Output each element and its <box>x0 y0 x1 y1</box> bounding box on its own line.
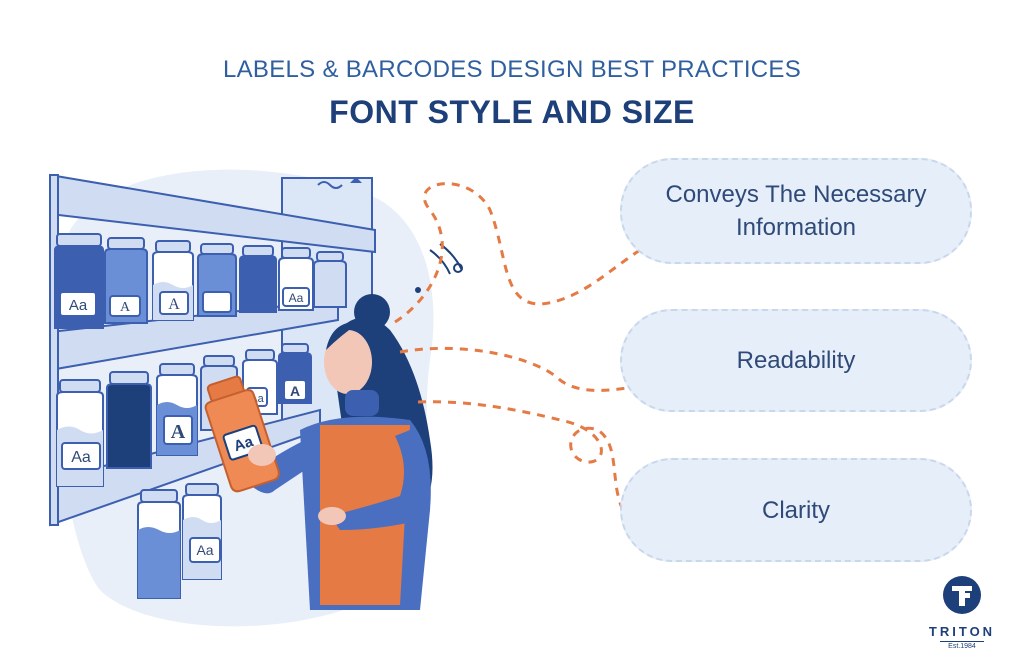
triton-logo-icon <box>943 576 981 614</box>
jar-label: Aa <box>196 542 213 558</box>
point-clarity: Clarity <box>620 458 972 562</box>
jar-row-lower: Aa <box>137 483 222 599</box>
point-label: Readability <box>736 347 856 374</box>
jar <box>197 243 237 317</box>
jar: Aa <box>278 247 314 311</box>
jar-row-top: Aa A A Aa <box>54 233 347 329</box>
point-conveys-information: Conveys The Necessary Information <box>620 158 972 264</box>
jar <box>313 251 347 308</box>
jar-label: Aa <box>71 449 91 466</box>
logo-established: Est.1984 <box>940 641 984 650</box>
woman-figure: Aa <box>204 294 433 610</box>
point-label: Conveys The Necessary Information <box>665 181 927 241</box>
connector-1 <box>394 182 641 324</box>
jar-label: A <box>120 300 131 315</box>
jar: Aa <box>54 233 104 329</box>
jar: Aa <box>56 379 104 487</box>
jar: A <box>104 237 148 324</box>
shelf-upright <box>49 174 59 526</box>
jar-label: Aa <box>289 291 304 305</box>
connector-3 <box>417 400 624 509</box>
jar-label: A <box>168 296 180 313</box>
page-title: FONT STYLE AND SIZE <box>329 94 695 130</box>
jar-label: A <box>171 421 186 443</box>
jar-label: Aa <box>69 297 88 314</box>
logo-wordmark: TRITON <box>928 624 996 639</box>
jar-label: A <box>290 383 300 399</box>
page-subtitle: LABELS & BARCODES DESIGN BEST PRACTICES <box>222 56 802 83</box>
jar <box>106 371 152 469</box>
point-readability: Readability <box>620 309 972 412</box>
jar <box>137 489 181 599</box>
jar <box>239 245 277 313</box>
jar: A <box>152 240 194 321</box>
connector-2 <box>399 346 629 392</box>
jar: Aa <box>182 483 222 580</box>
point-label: Clarity <box>761 496 830 524</box>
triton-logo: TRITON Est.1984 <box>922 575 1002 650</box>
jar: A <box>156 363 198 456</box>
shopping-illustration: Aa A A Aa <box>49 169 463 627</box>
jar-row-middle: Aa A Aa A <box>56 343 312 487</box>
jar: A <box>278 343 312 404</box>
